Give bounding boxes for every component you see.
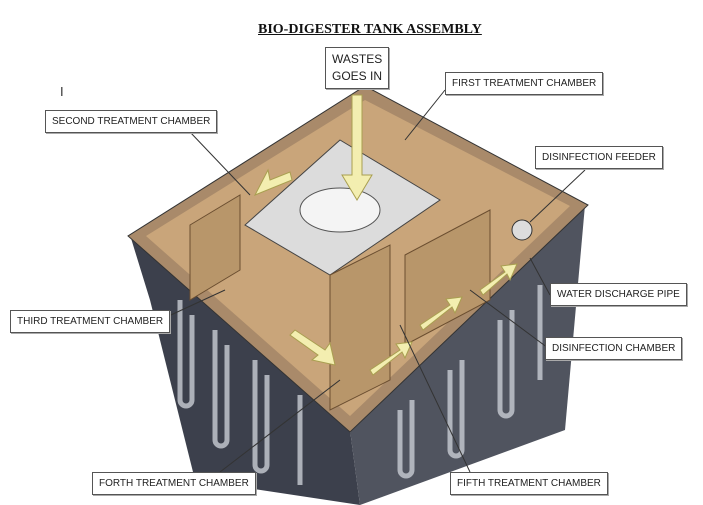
tank-interior: [146, 100, 570, 416]
label-forth-treatment-chamber: FORTH TREATMENT CHAMBER: [92, 472, 256, 495]
disinfection-feeder-cap: [511, 219, 533, 241]
label-fifth-treatment-chamber: FIFTH TREATMENT CHAMBER: [450, 472, 608, 495]
stray-mark: I: [60, 84, 64, 99]
label-first-treatment-chamber: FIRST TREATMENT CHAMBER: [445, 72, 604, 95]
label-second-treatment-chamber: SECOND TREATMENT CHAMBER: [45, 110, 218, 133]
label-disinfection-feeder: DISINFECTION FEEDER: [535, 146, 663, 169]
tank-right-face: [350, 205, 585, 505]
leader-lines: [159, 89, 586, 473]
label-water-discharge-pipe: WATER DISCHARGE PIPE: [550, 283, 687, 306]
toilet-bowl: [299, 187, 381, 233]
flow-arrows: [253, 94, 518, 376]
label-third-treatment-chamber: THIRD TREATMENT CHAMBER: [10, 310, 171, 333]
tank-ribs: [177, 285, 543, 485]
label-wastes-goes-in: WASTES GOES IN: [325, 47, 389, 89]
label-disinfection-chamber: DISINFECTION CHAMBER: [545, 337, 683, 360]
diagram-title: BIO-DIGESTER TANK ASSEMBLY: [258, 22, 482, 37]
